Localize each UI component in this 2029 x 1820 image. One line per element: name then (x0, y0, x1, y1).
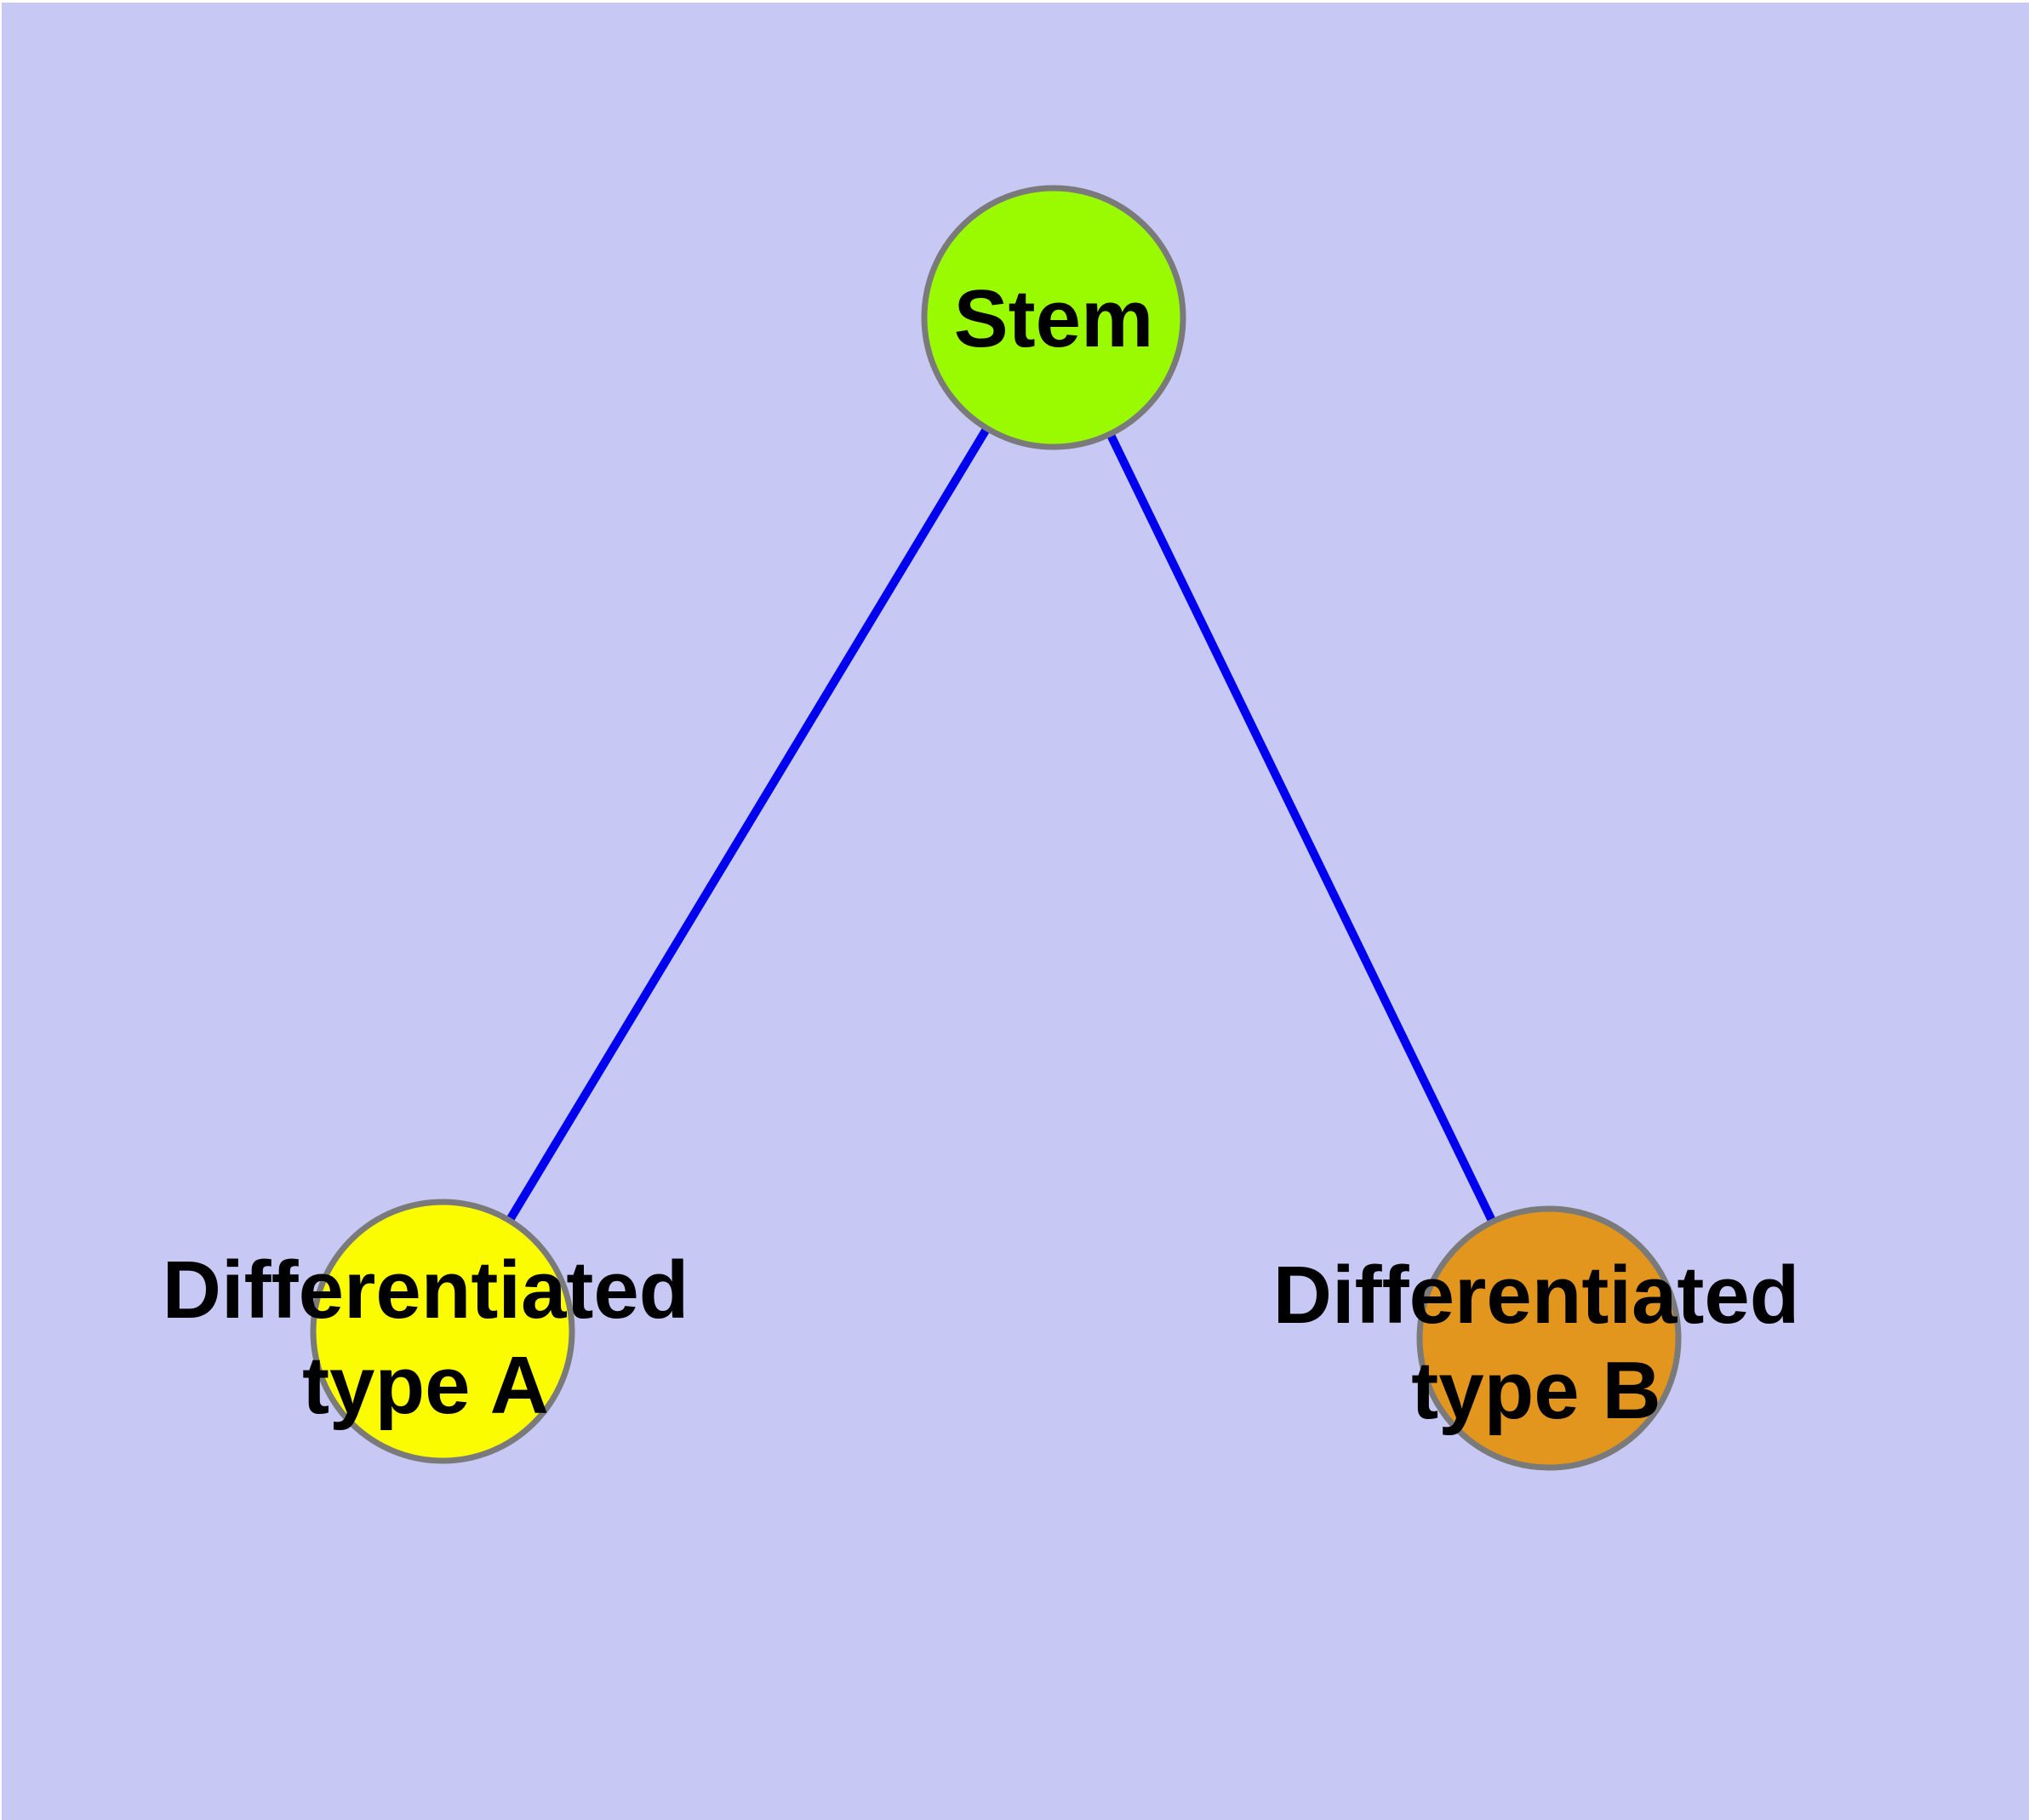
node-stem-label: Stem (953, 273, 1154, 364)
node-type-b-circle (1416, 1205, 1682, 1471)
node-type-b-label-line2: type B (1411, 1345, 1661, 1436)
edge-stem-to-type-a (438, 315, 1058, 1334)
node-type-a-label: Differentiated type A (163, 1243, 689, 1434)
node-type-a-label-line2: type A (302, 1340, 549, 1431)
node-type-b-label: Differentiated type B (1273, 1248, 1800, 1439)
edge-stem-to-type-b (1049, 315, 1553, 1341)
node-type-b-label-line1: Differentiated (1272, 1250, 1800, 1341)
node-type-a-circle (310, 1199, 575, 1464)
node-type-a-label-line1: Differentiated (162, 1245, 689, 1336)
node-stem-circle (921, 185, 1186, 450)
